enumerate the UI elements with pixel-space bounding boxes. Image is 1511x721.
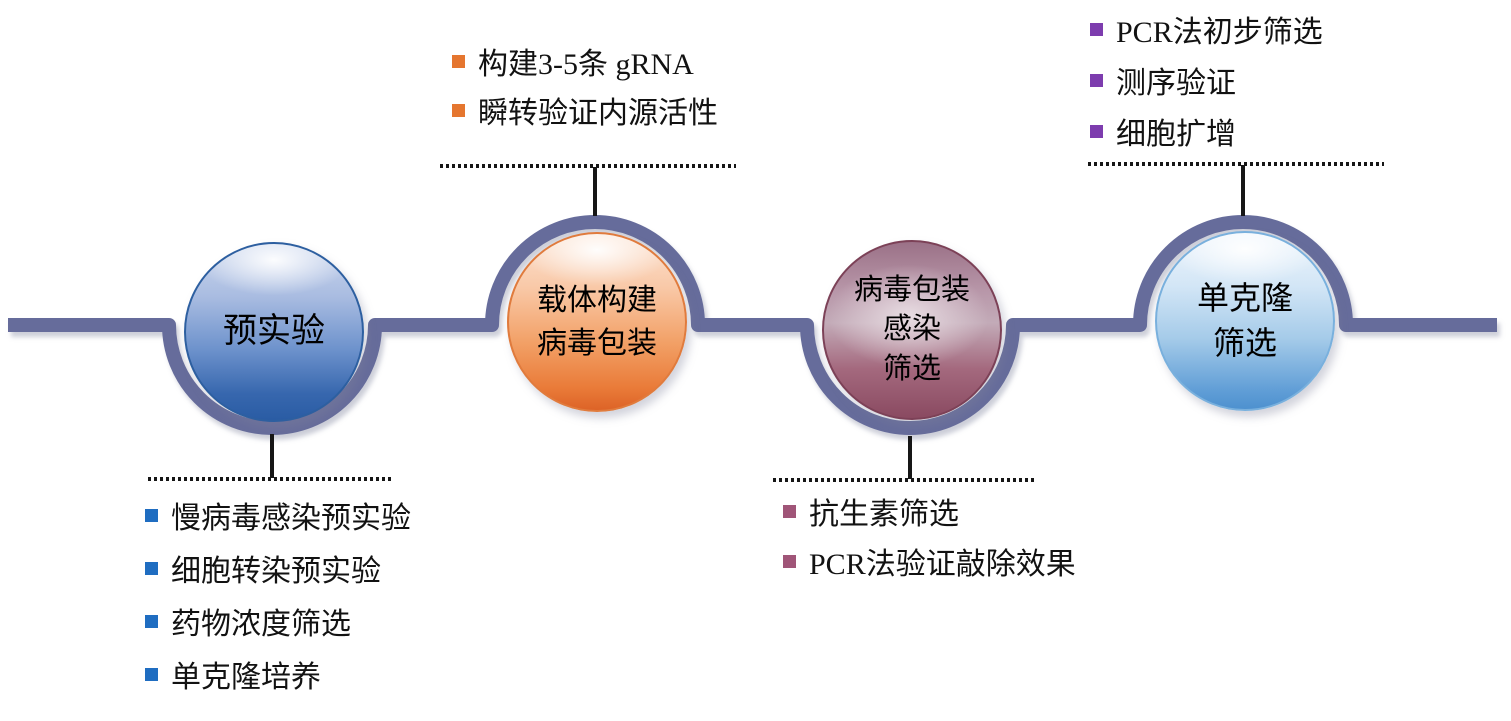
note-text: 慢病毒感染预实验 xyxy=(171,502,411,535)
note-text: 抗生素筛选 xyxy=(809,498,959,531)
square-bullet-icon xyxy=(145,561,158,575)
connector-line-station-2 xyxy=(593,167,597,216)
square-bullet-icon xyxy=(1090,73,1103,87)
connector-line-station-3 xyxy=(908,436,912,479)
square-bullet-icon xyxy=(452,103,465,117)
list-item: 单克隆培养 xyxy=(145,657,411,694)
list-item: 测序验证 xyxy=(1090,63,1323,100)
square-bullet-icon xyxy=(452,54,465,68)
square-bullet-icon xyxy=(145,614,158,628)
square-bullet-icon xyxy=(783,504,796,518)
note-text: 瞬转验证内源活性 xyxy=(478,97,718,130)
note-list-bottom-left: 慢病毒感染预实验 细胞转染预实验 药物浓度筛选 单克隆培养 xyxy=(145,498,411,694)
list-item: 抗生素筛选 xyxy=(783,494,1076,531)
list-item: 药物浓度筛选 xyxy=(145,604,411,641)
note-text: 药物浓度筛选 xyxy=(171,608,351,641)
note-text: 构建3-5条 gRNA xyxy=(478,48,694,81)
list-item: PCR法验证敲除效果 xyxy=(783,544,1076,581)
square-bullet-icon xyxy=(145,508,158,522)
list-item: PCR法初步筛选 xyxy=(1090,12,1323,49)
square-bullet-icon xyxy=(1090,22,1103,36)
station-ball-monoclonal-screening: 单克隆 筛选 xyxy=(1155,231,1335,411)
list-item: 构建3-5条 gRNA xyxy=(452,44,718,81)
square-bullet-icon xyxy=(1090,124,1103,138)
station-label: 载体构建 病毒包装 xyxy=(537,283,657,361)
dotted-divider-bottom-left xyxy=(148,477,394,481)
station-ball-vector-construction: 载体构建 病毒包装 xyxy=(507,232,687,412)
connector-line-station-4 xyxy=(1241,165,1245,216)
note-text: 细胞转染预实验 xyxy=(171,555,381,588)
station-label: 单克隆 筛选 xyxy=(1196,280,1293,361)
station-label: 病毒包装 感染 筛选 xyxy=(853,274,970,385)
connector-line-station-1 xyxy=(270,434,274,478)
note-text: 单克隆培养 xyxy=(171,661,321,694)
note-text: PCR法验证敲除效果 xyxy=(809,548,1076,581)
square-bullet-icon xyxy=(145,667,158,681)
dotted-divider-bottom-middle xyxy=(773,478,1037,482)
dotted-divider-top-right xyxy=(1088,162,1384,166)
square-bullet-icon xyxy=(783,554,796,568)
note-text: 测序验证 xyxy=(1116,67,1236,100)
note-list-top-middle: 构建3-5条 gRNA 瞬转验证内源活性 xyxy=(452,44,718,130)
list-item: 细胞扩增 xyxy=(1090,114,1323,151)
list-item: 慢病毒感染预实验 xyxy=(145,498,411,535)
station-ball-pre-experiment: 预实验 xyxy=(184,242,364,422)
note-list-top-right: PCR法初步筛选 测序验证 细胞扩增 xyxy=(1090,12,1323,151)
note-text: PCR法初步筛选 xyxy=(1116,16,1323,49)
station-label: 预实验 xyxy=(223,312,325,350)
dotted-divider-top-middle xyxy=(440,164,736,168)
list-item: 瞬转验证内源活性 xyxy=(452,93,718,130)
list-item: 细胞转染预实验 xyxy=(145,551,411,588)
note-list-bottom-middle: 抗生素筛选 PCR法验证敲除效果 xyxy=(783,494,1076,581)
station-ball-virus-packaging-screening: 病毒包装 感染 筛选 xyxy=(822,240,1002,420)
note-text: 细胞扩增 xyxy=(1116,118,1236,151)
timeline-band xyxy=(8,215,1497,435)
